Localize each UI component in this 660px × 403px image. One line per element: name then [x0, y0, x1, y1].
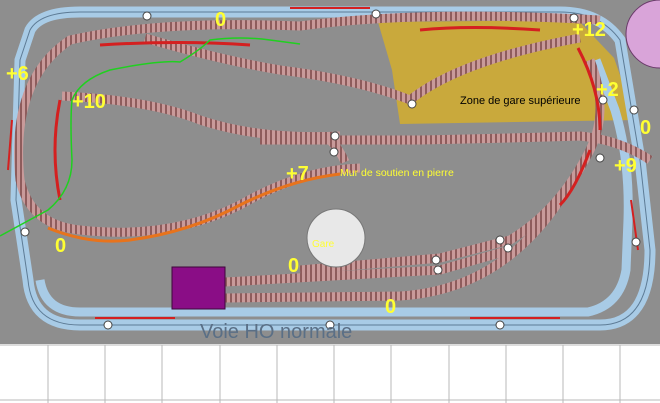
station-circle: [306, 208, 366, 268]
elevation-label-plus12: +12: [572, 19, 606, 41]
upper-station-zone-label: Zone de gare supérieure: [460, 95, 580, 107]
grid-area: [0, 344, 660, 403]
elevation-label-plus9: +9: [614, 155, 637, 177]
elevation-label-plus10: +10: [72, 91, 106, 113]
stone-retaining-wall: [47, 172, 341, 243]
elevation-label-right0: 0: [640, 117, 651, 139]
turntable-circle: [625, 0, 660, 69]
green-boundary-line: [0, 37, 301, 237]
elevation-label-bottom0: 0: [385, 296, 396, 318]
station-label: Gare: [312, 239, 335, 250]
purple-building: [171, 266, 226, 310]
normal-ho-track-label: Voie HO normale: [200, 321, 352, 343]
elevation-label-mid0: 0: [288, 255, 299, 277]
upper-station-zone: [378, 20, 636, 124]
stone-wall-label: Mur de soutien en pierre: [340, 167, 454, 179]
switch-markers: [20, 9, 641, 330]
ramp-rails: [53, 26, 602, 207]
elevation-label-plus7: +7: [286, 163, 309, 185]
elevation-label-plus2: +2: [596, 79, 619, 101]
elevation-label-plus6: +6: [6, 63, 29, 85]
elevation-label-top: 0: [215, 9, 226, 31]
elevation-label-left0: 0: [55, 235, 66, 257]
